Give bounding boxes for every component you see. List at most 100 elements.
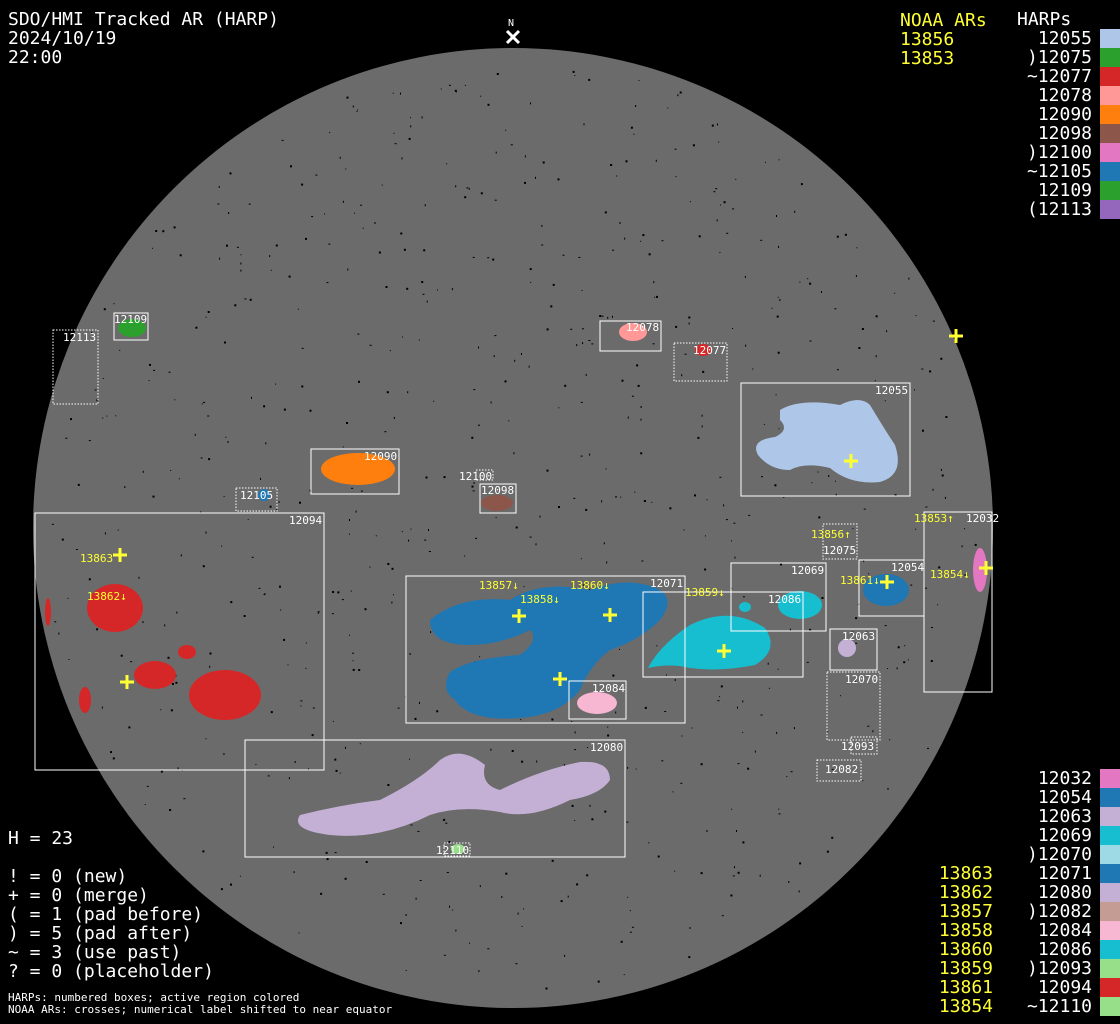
speck	[588, 78, 591, 81]
region-12032	[973, 548, 987, 592]
label-12080: 12080	[590, 741, 623, 754]
speck	[346, 422, 348, 424]
cross-13858[interactable]	[553, 672, 567, 686]
speck	[777, 351, 780, 354]
speck	[194, 433, 196, 436]
box-12110[interactable]	[443, 842, 471, 857]
speck	[402, 336, 404, 338]
cross-13854[interactable]	[979, 561, 993, 575]
speck	[473, 482, 476, 484]
speck	[653, 281, 655, 284]
speck	[836, 235, 839, 238]
cross-13857[interactable]	[512, 609, 526, 623]
region-12084	[577, 692, 617, 714]
box-12113[interactable]	[52, 329, 99, 405]
speck	[375, 535, 377, 537]
box-12078[interactable]	[599, 320, 662, 352]
speck	[324, 213, 325, 215]
speck	[861, 328, 864, 330]
speck	[520, 719, 522, 721]
box-12077[interactable]	[673, 342, 728, 382]
box-12086[interactable]	[642, 591, 804, 678]
speck	[294, 761, 296, 763]
box-12105[interactable]	[235, 487, 278, 512]
speck	[418, 339, 420, 341]
speck	[405, 914, 407, 916]
box-12093[interactable]	[850, 736, 878, 755]
speck	[734, 556, 736, 559]
box-12090[interactable]	[310, 448, 400, 495]
speck	[776, 315, 779, 318]
box-12100[interactable]	[475, 469, 494, 481]
legend-color-swatch	[1100, 124, 1120, 143]
speck	[656, 645, 658, 647]
cross-13853[interactable]	[949, 329, 963, 343]
box-12063[interactable]	[829, 628, 878, 671]
speck	[117, 529, 119, 531]
speck	[91, 331, 93, 334]
speck	[623, 974, 625, 976]
cross-13859[interactable]	[717, 644, 731, 658]
legend-row: 12063	[992, 807, 1120, 826]
speck	[113, 303, 115, 305]
speck	[320, 892, 323, 895]
speck	[409, 653, 411, 655]
noaa-labels: 13863 13862↓ 13857↓ 13858↓ 13860↓ 13859↓…	[80, 512, 970, 606]
box-12080[interactable]	[244, 739, 626, 858]
speck	[929, 370, 932, 373]
box-12055[interactable]	[740, 382, 911, 497]
speck	[944, 496, 946, 499]
cross-13863[interactable]	[113, 548, 127, 562]
speck	[675, 176, 677, 178]
box-12075[interactable]	[822, 523, 858, 560]
speck	[386, 391, 389, 394]
speck	[644, 706, 647, 709]
box-12069[interactable]	[730, 562, 827, 632]
box-12082[interactable]	[816, 759, 862, 782]
speck	[103, 308, 106, 311]
speck	[288, 777, 290, 780]
speck	[713, 191, 716, 193]
speck	[723, 201, 726, 204]
box-12071[interactable]	[405, 575, 686, 724]
speck	[730, 894, 733, 897]
legend-harp-label: 12054	[1037, 787, 1092, 808]
box-12054[interactable]	[858, 559, 925, 617]
speck	[656, 295, 658, 298]
speck	[642, 234, 645, 237]
legend-color-swatch	[1100, 29, 1120, 48]
speck	[471, 436, 474, 439]
speck	[267, 775, 270, 777]
cross-13860[interactable]	[603, 608, 617, 622]
legend-harp-label: (12113	[1026, 199, 1092, 220]
box-12070[interactable]	[826, 671, 881, 741]
speck	[817, 471, 819, 473]
speck	[464, 196, 467, 199]
legend-row: 12032	[992, 769, 1120, 788]
box-12098[interactable]	[479, 483, 517, 514]
speck	[226, 244, 228, 247]
speck	[328, 243, 331, 245]
speck	[349, 634, 350, 636]
speck	[604, 810, 607, 813]
cross-13861[interactable]	[880, 575, 894, 589]
speck	[640, 452, 643, 455]
legend-row: 12094	[992, 978, 1120, 997]
region-12055	[756, 400, 898, 483]
box-12109[interactable]	[113, 312, 149, 341]
label-12070: 12070	[845, 673, 878, 686]
speck	[806, 661, 809, 663]
legend-row: 12084	[992, 921, 1120, 940]
speck	[426, 300, 428, 303]
speck	[550, 305, 553, 308]
cross-13862[interactable]	[120, 675, 134, 689]
speck	[332, 591, 335, 593]
box-12084[interactable]	[568, 680, 627, 720]
region-12098	[481, 495, 513, 511]
box-12094[interactable]	[34, 512, 325, 771]
speck	[385, 286, 388, 288]
cross-13856[interactable]	[844, 454, 858, 468]
speck	[780, 563, 782, 566]
speck	[455, 91, 457, 93]
speck	[339, 156, 341, 159]
